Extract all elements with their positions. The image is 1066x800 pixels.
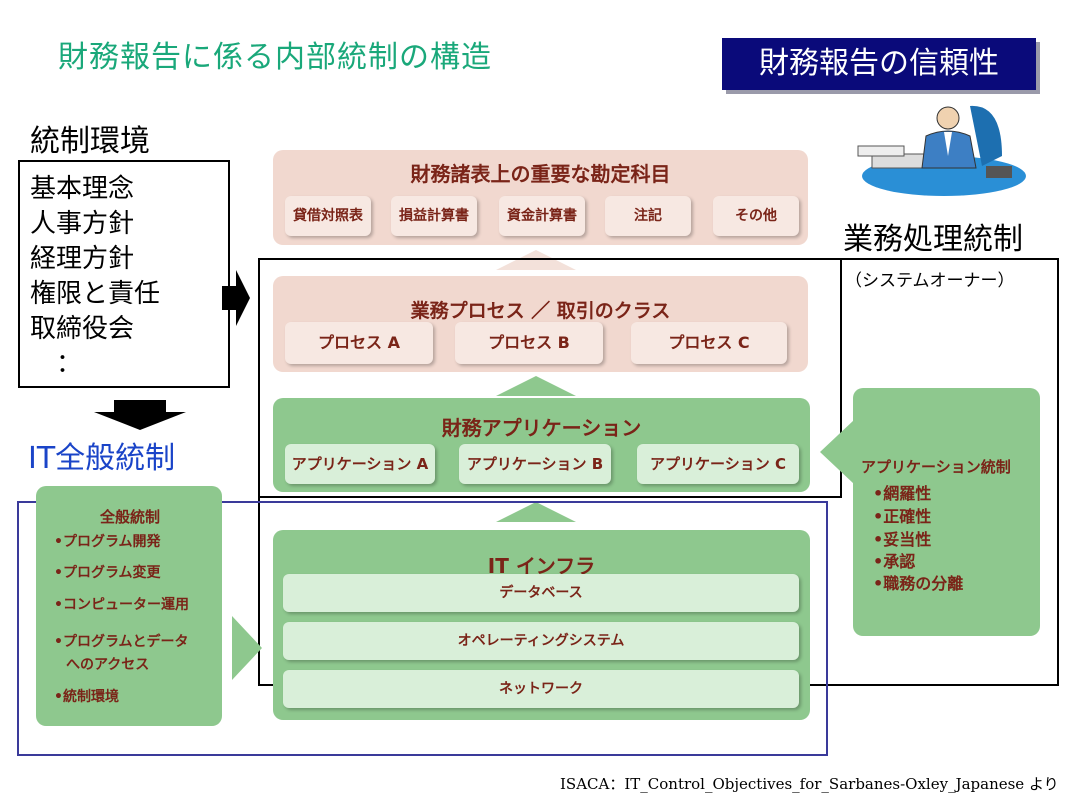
general-control-panel: 全般統制 •プログラム開発 •プログラム変更 •コンピューター運用 •プログラム…	[36, 486, 222, 726]
infra-item: オペレーティングシステム	[283, 622, 799, 660]
down-arrow-icon	[94, 400, 186, 430]
account-item: 注記	[605, 196, 691, 236]
general-control-item: へのアクセス	[66, 657, 150, 673]
businessman-icon	[857, 105, 1026, 196]
account-item: 貸借対照表	[285, 196, 371, 236]
left-arrow-icon	[820, 420, 854, 484]
it-general-control-frame	[17, 501, 828, 756]
control-environment-item: 人事方針	[30, 209, 135, 239]
control-environment-box: 基本理念 人事方針 経理方針 権限と責任 取締役会 ：	[18, 160, 230, 388]
application-title: 財務アプリケーション	[441, 416, 642, 440]
app-control-item: •承認	[873, 552, 916, 571]
system-owner-label: （システムオーナー）	[845, 271, 1015, 291]
infra-item: データベース	[283, 574, 799, 612]
general-control-item: •統制環境	[54, 689, 119, 705]
accounts-title: 財務諸表上の重要な勘定科目	[410, 162, 671, 186]
source-footer: ISACA：IT_Control_Objectives_for_Sarbanes…	[560, 775, 1059, 793]
page-title: 財務報告に係る内部統制の構造	[58, 40, 492, 75]
app-control-item: •職務の分離	[873, 574, 964, 593]
right-arrow-icon	[222, 270, 250, 326]
control-environment-item: 経理方針	[30, 244, 135, 274]
app-control-title: アプリケーション統制	[861, 458, 1011, 476]
account-item: その他	[713, 196, 799, 236]
up-arrow-icon	[496, 250, 576, 270]
general-control-item: •プログラム開発	[54, 534, 161, 550]
app-control-item: •正確性	[873, 507, 932, 526]
process-panel: 業務プロセス ／ 取引のクラス プロセス A プロセス B プロセス C	[273, 276, 808, 372]
process-title: 業務プロセス ／ 取引のクラス	[410, 300, 671, 322]
control-environment-item: 基本理念	[30, 174, 135, 204]
control-environment-item: ：	[30, 349, 83, 379]
process-item: プロセス B	[455, 322, 603, 364]
business-control-inner-frame	[258, 258, 842, 498]
business-control-title: 業務処理統制	[843, 222, 1023, 257]
application-panel: 財務アプリケーション アプリケーション A アプリケーション B アプリケーショ…	[273, 398, 810, 492]
account-item: 損益計算書	[391, 196, 477, 236]
up-arrow-icon	[496, 502, 576, 522]
application-item: アプリケーション B	[459, 444, 611, 484]
general-control-title: 全般統制	[100, 508, 161, 526]
process-item: プロセス A	[285, 322, 433, 364]
account-item: 資金計算書	[499, 196, 585, 236]
general-control-item: •コンピューター運用	[54, 597, 189, 613]
app-control-item: •妥当性	[873, 530, 932, 549]
application-item: アプリケーション C	[637, 444, 799, 484]
general-control-item: •プログラム変更	[54, 565, 161, 581]
control-environment-item: 取締役会	[30, 314, 135, 344]
app-control-item: •網羅性	[873, 484, 932, 503]
infra-item: ネットワーク	[283, 670, 799, 708]
application-item: アプリケーション A	[285, 444, 435, 484]
right-arrow-icon	[232, 616, 262, 680]
accounts-panel: 財務諸表上の重要な勘定科目 貸借対照表 損益計算書 資金計算書 注記 その他	[273, 150, 808, 245]
it-infra-panel: IT インフラ データベース オペレーティングシステム ネットワーク	[273, 530, 810, 720]
app-control-panel: アプリケーション統制 •網羅性 •正確性 •妥当性 •承認 •職務の分離	[853, 388, 1040, 636]
it-general-control-title: IT全般統制	[28, 441, 176, 476]
control-environment-title: 統制環境	[30, 124, 150, 159]
general-control-item: •プログラムとデータ	[54, 634, 189, 650]
up-arrow-icon	[496, 376, 576, 396]
control-environment-item: 権限と責任	[30, 279, 161, 309]
reliability-banner: 財務報告の信頼性	[722, 38, 1036, 90]
process-item: プロセス C	[631, 322, 787, 364]
